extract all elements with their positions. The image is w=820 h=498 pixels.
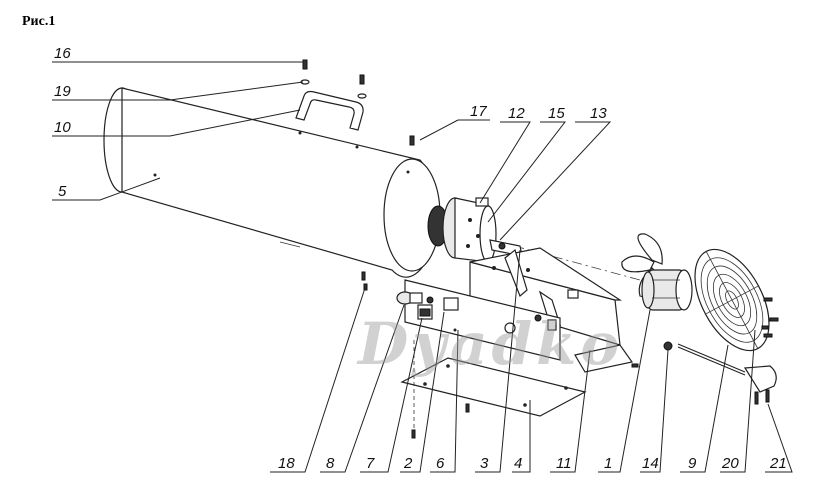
callout-15: 15 — [548, 105, 565, 122]
callout-12: 12 — [508, 105, 525, 122]
callout-2: 2 — [403, 455, 413, 472]
callout-7: 7 — [366, 455, 375, 472]
grill-screws — [761, 297, 779, 338]
callout-14: 14 — [642, 455, 659, 472]
cable-gland — [663, 341, 673, 351]
switch-block — [417, 304, 433, 320]
callout-11: 11 — [556, 455, 572, 472]
watermark-text: Dyadko — [356, 310, 623, 378]
callout-18: 18 — [278, 455, 295, 472]
control-panel — [404, 279, 561, 361]
housing-cylinder — [103, 87, 441, 278]
leader-lines — [52, 61, 793, 473]
frame-screws — [361, 271, 639, 368]
thermostat-knob — [396, 291, 423, 305]
callout-13: 13 — [590, 105, 607, 122]
callout-19: 19 — [54, 83, 71, 100]
callout-6: 6 — [436, 455, 445, 472]
power-cord-plug — [677, 343, 777, 405]
burner-assembly — [427, 197, 523, 263]
callout-3: 3 — [480, 455, 489, 472]
callout-10: 10 — [54, 119, 71, 136]
base-frame — [469, 247, 634, 373]
callout-21: 21 — [769, 455, 787, 472]
callout-16: 16 — [54, 45, 71, 62]
figure-title: Рис.1 — [22, 14, 56, 29]
callout-1: 1 — [604, 455, 612, 472]
callout-5: 5 — [58, 183, 67, 200]
callout-8: 8 — [326, 455, 335, 472]
callout-9: 9 — [688, 455, 697, 472]
callout-4: 4 — [514, 455, 522, 472]
callout-17: 17 — [470, 103, 487, 120]
carry-handle — [295, 90, 364, 131]
callout-20: 20 — [721, 455, 739, 472]
handle-screws — [300, 59, 415, 146]
fan-guard-grill — [694, 248, 770, 352]
fan-motor — [641, 269, 693, 311]
